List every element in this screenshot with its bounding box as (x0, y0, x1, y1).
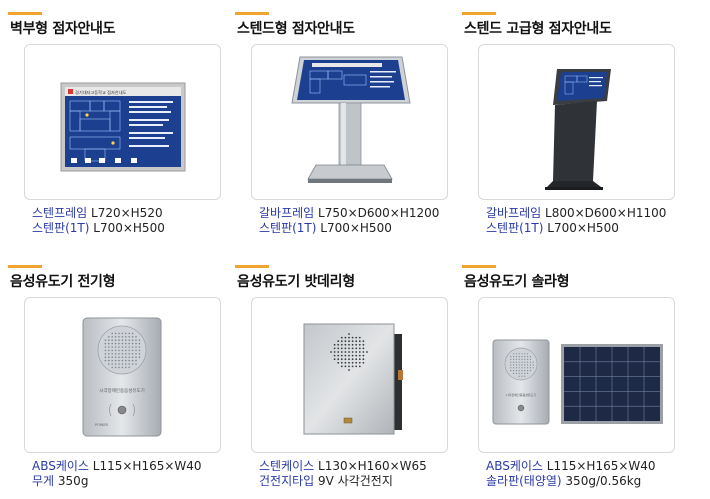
spec-value: L700×H500 (543, 221, 619, 235)
accent-bar (8, 265, 42, 268)
product-image-frame[interactable]: 경기대자고등학교 점자안내도 (24, 44, 221, 200)
wall-braille-map-image: 경기대자고등학교 점자안내도 (60, 82, 186, 172)
spec-line: 스텐판(1T) L700×H500 (32, 221, 165, 236)
spec-value: 350g/0.56kg (561, 474, 642, 488)
spec-line: 갈바프레임 L800×D600×H1100 (486, 206, 666, 221)
spec-label: ABS케이스 (32, 459, 89, 473)
spec-label: 갈바프레임 (486, 206, 542, 220)
spec-line: 스텐프레임 L720×H520 (32, 206, 165, 221)
product-specs: 스텐프레임 L720×H520 스텐판(1T) L700×H500 (32, 206, 165, 236)
product-title: 스텐드형 점자안내도 (237, 21, 355, 37)
accent-bar (462, 265, 496, 268)
spec-line: 솔라판(태양열) 350g/0.56kg (486, 474, 656, 489)
spec-label: 솔라판(태양열) (486, 474, 562, 488)
voice-guide-solar-image: 시각장애인용음성유도기 (492, 339, 663, 425)
power-label-text: POWER (95, 423, 109, 427)
spec-label: 스텐프레임 (32, 206, 88, 220)
product-image-frame[interactable]: 시각장애인용음성유도기 (478, 297, 675, 453)
product-image-frame[interactable] (478, 44, 675, 200)
spec-label: 스텐판(1T) (32, 221, 90, 235)
spec-value: 350g (54, 474, 89, 488)
product-image-frame[interactable] (251, 297, 448, 453)
spec-line: ABS케이스 L115×H165×W40 (32, 459, 202, 474)
spec-value: L750×D600×H1200 (314, 206, 440, 220)
product-title: 음성유도기 전기형 (10, 274, 116, 290)
spec-line: 갈바프레임 L750×D600×H1200 (259, 206, 439, 221)
spec-value: L130×H160×W65 (314, 459, 427, 473)
premium-stand-braille-map-image (545, 69, 611, 190)
spec-line: 스텐판(1T) L700×H500 (486, 221, 666, 236)
accent-bar (235, 12, 269, 15)
accent-bar (235, 265, 269, 268)
product-specs: ABS케이스 L115×H165×W40 무게 350g (32, 459, 202, 489)
product-specs: ABS케이스 L115×H165×W40 솔라판(태양열) 350g/0.56k… (486, 459, 656, 489)
accent-bar (8, 12, 42, 15)
product-title: 음성유도기 솔라형 (464, 274, 570, 290)
spec-value: L700×H500 (89, 221, 165, 235)
map-header-text: 경기대자고등학교 점자안내도 (75, 89, 127, 96)
spec-label: 스텐판(1T) (259, 221, 317, 235)
spec-line: 건전지타입 9V 사각건전지 (259, 474, 427, 489)
spec-label: 스텐판(1T) (486, 221, 544, 235)
spec-label: ABS케이스 (486, 459, 543, 473)
spec-value: 9V 사각건전지 (314, 474, 393, 488)
spec-line: ABS케이스 L115×H165×W40 (486, 459, 656, 474)
voice-guide-battery-image (303, 323, 403, 435)
device-label-text: 시각장애인용음성유도기 (506, 392, 537, 397)
product-title: 스텐드 고급형 점자안내도 (464, 21, 612, 37)
product-image-frame[interactable] (251, 44, 448, 200)
spec-value: L115×H165×W40 (88, 459, 202, 473)
spec-label: 갈바프레임 (259, 206, 315, 220)
accent-bar (462, 12, 496, 15)
spec-value: L720×H520 (87, 206, 163, 220)
spec-value: L115×H165×W40 (542, 459, 656, 473)
spec-label: 건전지타입 (259, 474, 315, 488)
product-specs: 갈바프레임 L800×D600×H1100 스텐판(1T) L700×H500 (486, 206, 666, 236)
product-title: 벽부형 점자안내도 (10, 21, 116, 37)
stand-braille-map-image (291, 56, 411, 183)
device-label-text: 시각장애인용음성유도기 (99, 387, 145, 394)
product-specs: 스텐케이스 L130×H160×W65 건전지타입 9V 사각건전지 (259, 459, 427, 489)
product-image-frame[interactable]: 시각장애인용음성유도기 POWER (24, 297, 221, 453)
spec-line: 스텐판(1T) L700×H500 (259, 221, 439, 236)
spec-line: 무게 350g (32, 474, 202, 489)
voice-guide-electric-image: 시각장애인용음성유도기 POWER (82, 317, 162, 437)
product-title: 음성유도기 밧데리형 (237, 274, 355, 290)
product-specs: 갈바프레임 L750×D600×H1200 스텐판(1T) L700×H500 (259, 206, 439, 236)
spec-label: 무게 (32, 474, 55, 488)
spec-line: 스텐케이스 L130×H160×W65 (259, 459, 427, 474)
spec-value: L700×H500 (316, 221, 392, 235)
spec-label: 스텐케이스 (259, 459, 315, 473)
spec-value: L800×D600×H1100 (541, 206, 667, 220)
